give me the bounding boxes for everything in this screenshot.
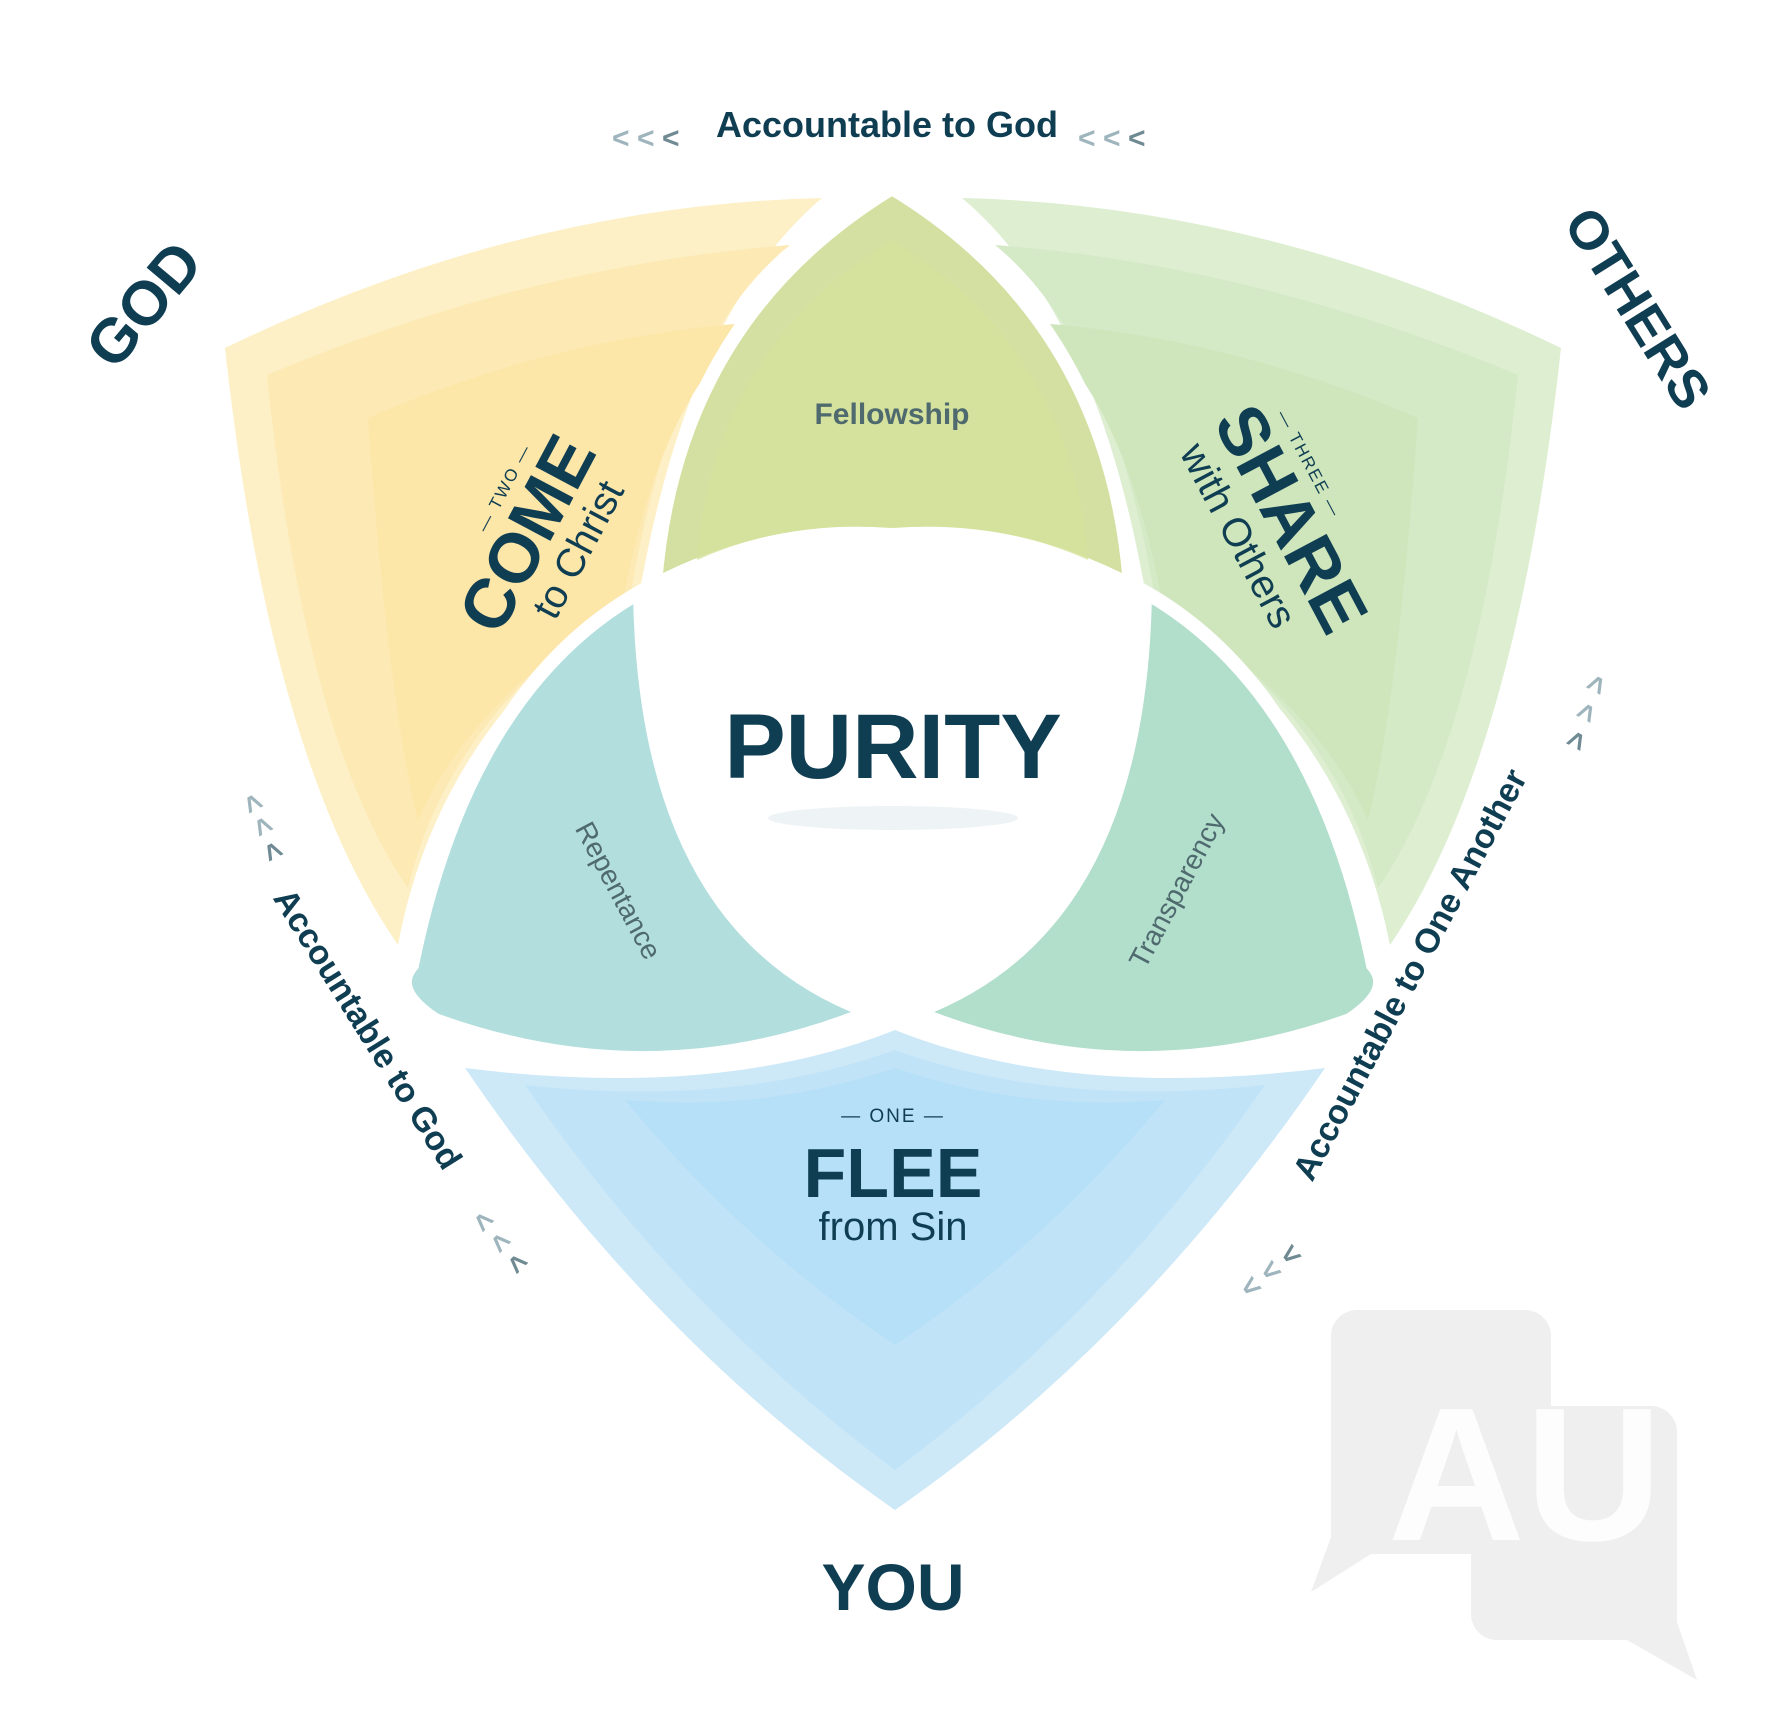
chevron-left-icon: < (1128, 122, 1146, 155)
au-watermark: AU (1311, 1310, 1697, 1680)
petal-come-inner (368, 322, 760, 820)
chevron-left-icon: < (1078, 122, 1096, 155)
chevron-up-icon: < (1558, 725, 1595, 756)
arc-top-label: Accountable to God (716, 104, 1058, 145)
flee-number: — ONE — (841, 1106, 945, 1127)
purity-label: PURITY (724, 696, 1061, 798)
transparency-region (895, 580, 1388, 1066)
petal-flee (465, 1030, 1325, 1510)
petal-share (962, 198, 1561, 945)
chevron-up-icon: < (1568, 697, 1605, 728)
petal-come (225, 198, 822, 945)
chevron-up-icon: < (499, 1246, 535, 1282)
purity-center (658, 535, 1129, 1010)
flee-subtitle: from Sin (819, 1205, 968, 1249)
fellowship-label: Fellowship (814, 398, 969, 431)
petal-flee-inner (625, 1068, 1165, 1345)
fellowship-inner (697, 240, 1088, 560)
chevron-left-icon: < (662, 122, 680, 155)
chevron-left-icon: < (1103, 122, 1121, 155)
watermark-text: AU (1388, 1369, 1662, 1581)
overlap-transparency (895, 580, 1388, 1066)
chevron-left-icon: < (637, 122, 655, 155)
petal-share-inner (1025, 322, 1418, 820)
overlap-fellowship (647, 179, 1138, 598)
overlap-repentance (397, 580, 890, 1066)
corner-god: GOD (72, 229, 216, 382)
flee-title: FLEE (804, 1134, 983, 1212)
corner-you: YOU (821, 1550, 964, 1624)
chevron-up-icon: < (1578, 669, 1615, 700)
watermark-speech-shape (1311, 1310, 1697, 1680)
corner-others: OTHERS (1552, 197, 1722, 420)
purity-shadow (768, 806, 1018, 830)
repentance-region (397, 580, 890, 1066)
chevron-left-icon: < (612, 122, 630, 155)
chevron-up-icon: < (254, 836, 291, 867)
chevron-up-icon: < (244, 811, 281, 842)
